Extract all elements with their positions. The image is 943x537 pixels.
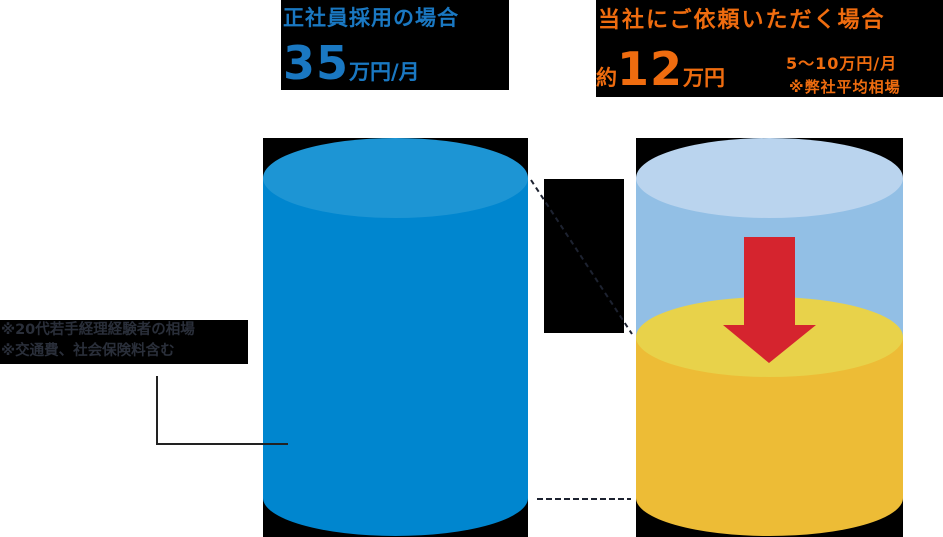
full-time-cost-notes: ※20代若手経理経験者の相場 ※交通費、社会保険料含む [0,320,248,364]
outsourcing-price-unit: 万円 [683,66,726,90]
outsourcing-range-note: ※弊社平均相場 [789,78,901,96]
middle-box [544,179,624,333]
outsourcing-price-range: 5〜10万円/月 [786,54,898,73]
note-line-2: ※交通費、社会保険料含む [1,343,175,359]
full-time-hire-price: 35万円/月 [283,38,420,88]
outsourcing-title: 当社にご依頼いただく場合 [598,8,886,33]
full-time-hire-title: 正社員採用の場合 [283,6,459,30]
full-time-hire-heading: 正社員採用の場合 35万円/月 [281,0,509,90]
outsourcing-heading: 当社にご依頼いただく場合 約12万円 5〜10万円/月 ※弊社平均相場 [596,0,943,97]
note-connector-line [156,376,288,445]
dashed-guide-diagonal [530,179,633,335]
full-time-cost-cylinder [263,138,528,537]
note-line-1: ※20代若手経理経験者の相場 [1,322,195,338]
outsourcing-price: 約12万円 [596,44,725,94]
full-time-price-unit: 万円/月 [349,60,420,84]
full-time-price-value: 35 [283,36,350,90]
arrow-down-icon [723,237,816,363]
outsourcing-price-prefix: 約 [596,66,617,90]
outsourcing-price-value: 12 [617,42,684,96]
